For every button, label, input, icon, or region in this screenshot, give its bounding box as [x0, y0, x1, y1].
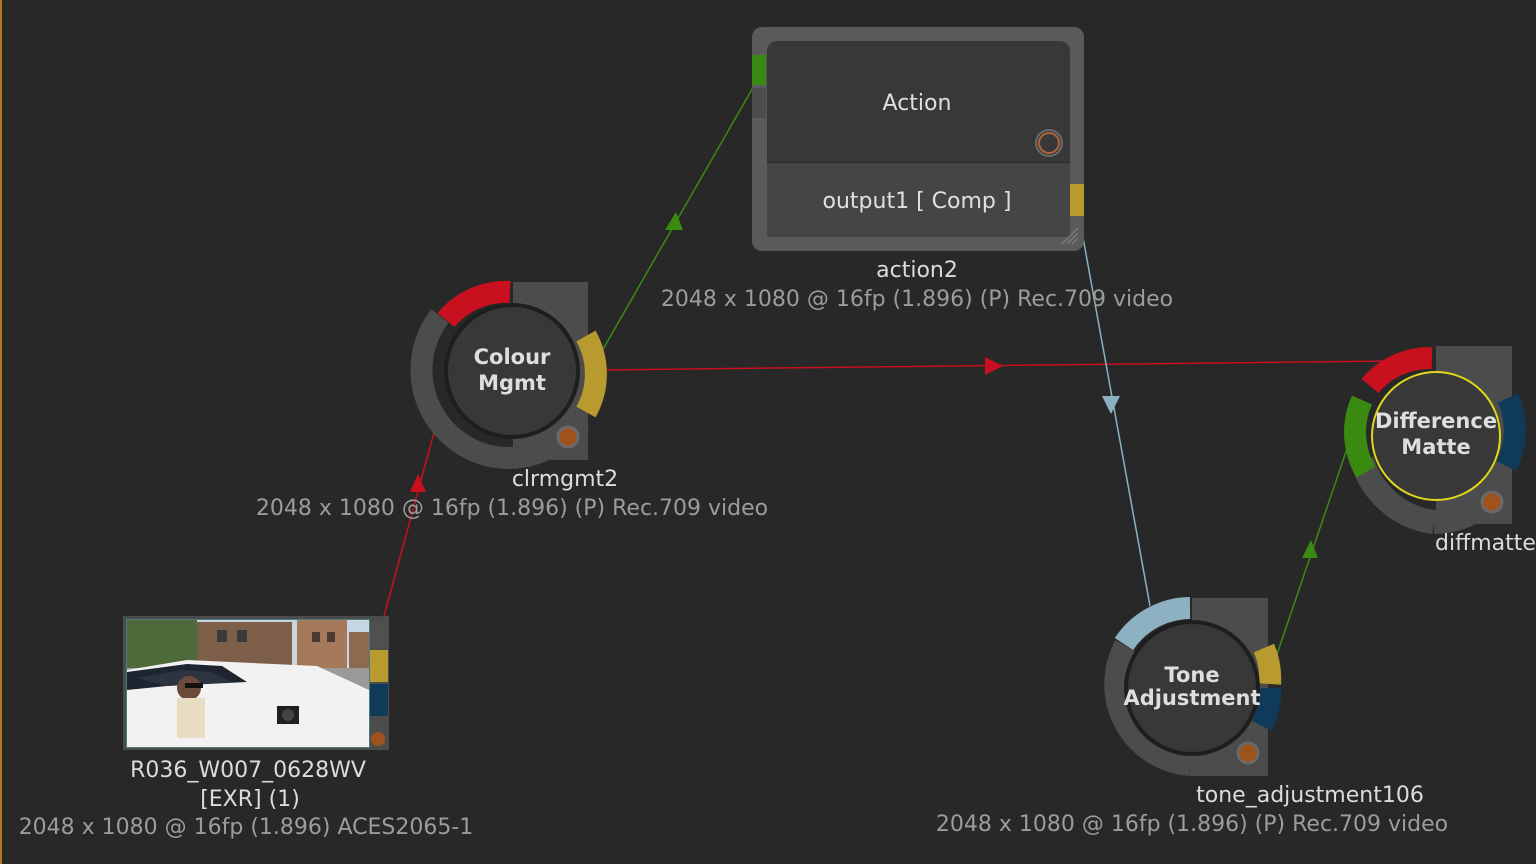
- tone-adjustment-ring-left: [1104, 640, 1192, 776]
- action-divider: [767, 162, 1070, 163]
- render-indicator-icon: [371, 732, 385, 746]
- tone-adjustment-output-yellow[interactable]: [1253, 643, 1282, 685]
- edge-arrow-icon: [985, 357, 1003, 375]
- colour-mgmt-node[interactable]: Colour Mgmt: [410, 280, 607, 470]
- tone-adjustment-node-info: 2048 x 1080 @ 16fp (1.896) (P) Rec.709 v…: [936, 812, 1448, 837]
- colour-mgmt-title-1: Colour: [474, 345, 551, 369]
- action-input-green[interactable]: [752, 55, 766, 85]
- edge-arrow-icon: [410, 474, 426, 492]
- edge-arrow-icon: [1102, 396, 1120, 414]
- tone-adjustment-title-2: Adjustment: [1123, 686, 1260, 710]
- render-indicator-icon: [556, 425, 580, 449]
- diffmatte-input-red[interactable]: [1361, 347, 1433, 394]
- diffmatte-node-name: diffmatte: [1435, 531, 1536, 556]
- clip-node-info: 2048 x 1080 @ 16fp (1.896) ACES2065-1: [19, 815, 474, 840]
- difference-matte-node[interactable]: Difference Matte: [1344, 346, 1526, 534]
- canvas-left-edge: [0, 0, 2, 864]
- resize-grip-icon[interactable]: [1061, 227, 1079, 245]
- action-node-name: action2: [876, 258, 958, 283]
- clip-port-blue[interactable]: [370, 684, 388, 716]
- colour-mgmt-ring: [410, 309, 513, 470]
- tone-adjustment-input-blue[interactable]: [1114, 597, 1191, 651]
- colour-mgmt-node-info: 2048 x 1080 @ 16fp (1.896) (P) Rec.709 v…: [256, 496, 768, 521]
- diffmatte-input-green[interactable]: [1344, 395, 1376, 478]
- render-indicator-icon: [1236, 741, 1260, 765]
- node-labels: action2 2048 x 1080 @ 16fp (1.896) (P) R…: [19, 258, 1536, 840]
- diffmatte-input-blue[interactable]: [1496, 393, 1526, 472]
- colour-mgmt-input-red[interactable]: [437, 280, 511, 328]
- clip-node-sub: [EXR] (1): [200, 787, 300, 812]
- tone-adjustment-ring-bottom: [1189, 727, 1264, 777]
- edge-arrow-icon: [1302, 540, 1318, 558]
- clip-port-yellow[interactable]: [370, 650, 388, 682]
- diffmatte-title-2: Matte: [1401, 435, 1470, 459]
- edges: [383, 83, 1393, 661]
- edge-clip-to-colour-mgmt[interactable]: [383, 417, 439, 617]
- action-output-strip: [767, 162, 1070, 237]
- colour-mgmt-output-yellow[interactable]: [576, 330, 607, 418]
- colour-mgmt-body[interactable]: [444, 303, 580, 439]
- colour-mgmt-ring-bottom: [511, 413, 590, 469]
- action-output-label[interactable]: output1 [ Comp ]: [823, 189, 1012, 214]
- action-input-2[interactable]: [752, 88, 766, 118]
- edge-arrow-icon: [665, 212, 683, 230]
- clip-node-name: R036_W007_0628WV: [130, 758, 366, 783]
- edge-action-to-tone-adjustment[interactable]: [1081, 231, 1151, 607]
- clip-port-top[interactable]: [370, 622, 388, 648]
- tone-adjustment-title-1: Tone: [1164, 663, 1219, 687]
- tone-adjustment-output-blue[interactable]: [1251, 687, 1282, 731]
- tone-adjustment-node[interactable]: Tone Adjustment: [1104, 597, 1282, 777]
- clip-thumbnail[interactable]: [126, 619, 370, 748]
- clip-thumbnail-image: [127, 620, 369, 747]
- action-title: Action: [883, 91, 952, 116]
- action-node-info: 2048 x 1080 @ 16fp (1.896) (P) Rec.709 v…: [661, 287, 1173, 312]
- render-indicator-ring: [1035, 129, 1063, 157]
- render-indicator-icon: [1038, 132, 1060, 154]
- tone-adjustment-body[interactable]: [1124, 620, 1260, 756]
- render-indicator-icon: [1480, 490, 1504, 514]
- diffmatte-title-1: Difference: [1375, 409, 1497, 433]
- diffmatte-body[interactable]: [1371, 371, 1501, 501]
- colour-mgmt-title-2: Mgmt: [478, 371, 546, 395]
- action-output-yellow[interactable]: [1070, 184, 1084, 216]
- colour-mgmt-node-name: clrmgmt2: [512, 467, 618, 492]
- tone-adjustment-node-name: tone_adjustment106: [1196, 783, 1424, 808]
- action-node[interactable]: Action output1 [ Comp ]: [752, 27, 1084, 251]
